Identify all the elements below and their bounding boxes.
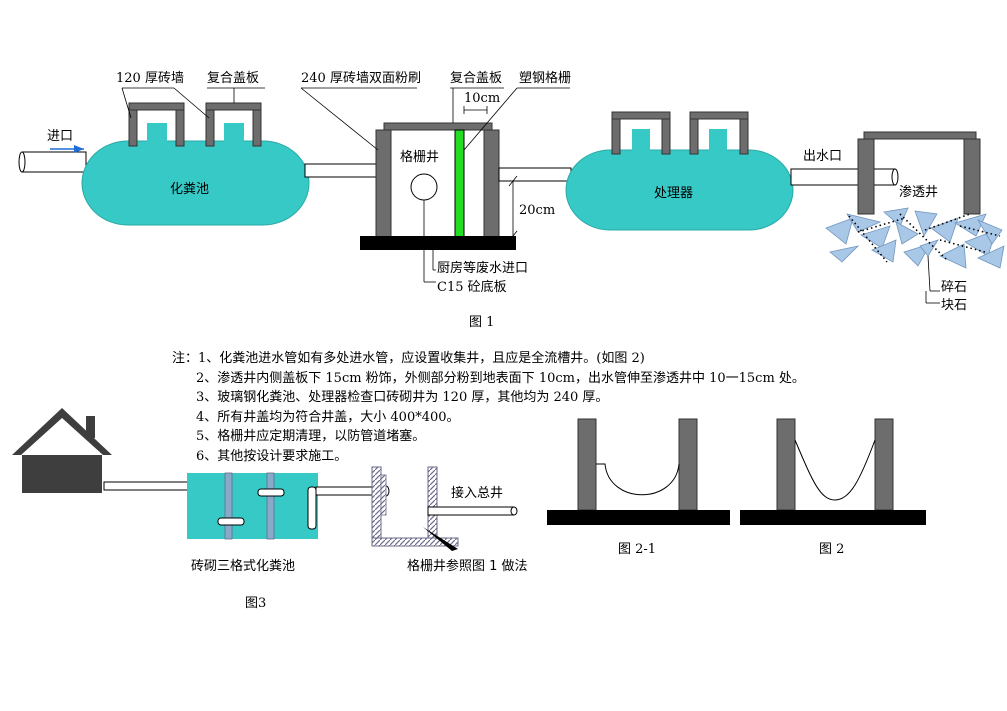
note-item: 3、玻璃钢化粪池、处理器检查口砖砌井为 120 厚，其他均为 240 厚。 — [196, 390, 609, 405]
leader-line — [927, 255, 931, 292]
partition-wall — [224, 472, 233, 540]
house-drain-pipe — [103, 481, 193, 491]
dim-20cm-label: 20cm — [519, 203, 555, 218]
channel-curve — [596, 463, 680, 496]
connect-main-well-label: 接入总井 — [451, 485, 503, 501]
note-row: 5、格栅井应定期清理，以防管道堵塞。 — [172, 427, 805, 447]
processor-access-well-2 — [689, 111, 749, 155]
note-row: 3、玻璃钢化粪池、处理器检查口砖砌井为 120 厚，其他均为 240 厚。 — [172, 388, 805, 408]
partition-wall — [266, 472, 275, 540]
note-item: 2、渗透井内侧盖板下 15cm 粉饰，外侧部分粉到地表面下 10cm，出水管伸至… — [196, 370, 805, 386]
figure-1: 进口 化粪池 120 厚砖墙 复合盖板 — [18, 70, 1005, 330]
figure-3-caption: 图3 — [245, 596, 266, 611]
note-item: 5、格栅井应定期清理，以防管道堵塞。 — [196, 429, 426, 444]
leader-line — [463, 87, 518, 151]
processor — [565, 149, 794, 231]
grille-ref-label: 格栅井参照图 1 做法 — [407, 558, 528, 574]
septic-tank-label: 化粪池 — [170, 182, 209, 197]
kitchen-inlet-hole — [410, 173, 438, 201]
note-row: 4、所有井盖均为符合井盖，大小 400*400。 — [172, 408, 805, 428]
house-icon — [12, 408, 112, 493]
outlet-label: 出水口 — [803, 149, 842, 164]
note-item: 6、其他按设计要求施工。 — [196, 448, 348, 464]
brick-wall-240-label: 240 厚砖墙双面粉刷 — [301, 71, 421, 86]
septic-tank — [81, 140, 310, 226]
leader-line — [121, 87, 132, 119]
septic-access-well-2 — [205, 102, 262, 147]
figure-3: 接入总井 格栅井参照图 1 做法 砖砌三格式化粪池 图3 — [12, 408, 528, 611]
grille-ref-pointer — [423, 527, 458, 551]
grille-well — [360, 122, 516, 250]
gravel-bed — [825, 207, 1005, 269]
notes-block: 注：1、化粪池进水管如有多处进水管，应设置收集井，且应是全流槽井。(如图 2) … — [172, 349, 805, 466]
outlet-tee-pipe — [307, 486, 317, 530]
brick-septic-label: 砖砌三格式化粪池 — [191, 558, 295, 574]
plastic-steel-grille — [454, 129, 465, 239]
crushed-stone-label: 碎石 — [941, 280, 967, 295]
figure-2-caption: 图 2 — [819, 542, 844, 557]
c15-base-slab — [360, 236, 516, 250]
pipe-segment — [498, 167, 572, 182]
composite-cover-label-2: 复合盖板 — [450, 71, 502, 86]
note-row: 注：1、化粪池进水管如有多处进水管，应设置收集井，且应是全流槽井。(如图 2) — [172, 349, 805, 369]
grille-well-label: 格栅井 — [400, 149, 439, 165]
channel-curve — [794, 439, 876, 501]
septic-access-well-1 — [128, 102, 185, 147]
block-stone-label: 块石 — [941, 298, 967, 313]
note-row: 6、其他按设计要求施工。 — [172, 447, 805, 467]
grille-well-small — [371, 466, 459, 547]
figure-2-1-caption: 图 2-1 — [618, 542, 656, 557]
figure-1-caption: 图 1 — [469, 315, 494, 330]
pipe-segment — [304, 163, 379, 178]
processor-label: 处理器 — [654, 186, 693, 201]
outlet-pipe — [790, 168, 896, 186]
figure-2: 图 2 — [740, 418, 926, 557]
inlet-pipe — [18, 151, 87, 173]
kitchen-inlet-label: 厨房等废水进口 — [437, 260, 528, 276]
dim-20cm — [506, 175, 520, 242]
dim-10cm-label: 10cm — [464, 91, 500, 106]
grille-well-cover — [383, 122, 493, 131]
inlet-label: 进口 — [47, 129, 73, 144]
transfer-pipe — [257, 488, 285, 497]
brick-three-compartment-septic — [187, 473, 318, 539]
transfer-pipe — [217, 517, 245, 526]
note-row: 2、渗透井内侧盖板下 15cm 粉饰，外侧部分粉到地表面下 10cm，出水管伸至… — [172, 369, 805, 389]
brick-wall-120-label: 120 厚砖墙 — [116, 71, 184, 86]
processor-access-well-1 — [611, 111, 671, 155]
seepage-well — [857, 131, 981, 215]
note-item: 4、所有井盖均为符合井盖，大小 400*400。 — [196, 409, 460, 425]
main-well-pipe — [427, 506, 515, 516]
leader-line — [300, 87, 379, 151]
composite-cover-label-1: 复合盖板 — [207, 71, 259, 86]
figure-2-1: 图 2-1 — [547, 418, 730, 557]
notes-prefix: 注： — [172, 351, 199, 366]
note-item: 1、化粪池进水管如有多处进水管，应设置收集井，且应是全流槽井。(如图 2) — [198, 351, 645, 366]
gravel-dots — [848, 213, 1001, 263]
leader-line — [173, 87, 210, 119]
seepage-well-label: 渗透井 — [899, 185, 938, 200]
c15-slab-label: C15 砼底板 — [437, 279, 507, 295]
inlet-arrow — [50, 145, 84, 153]
plastic-steel-grille-label: 塑钢格栅 — [519, 70, 571, 86]
